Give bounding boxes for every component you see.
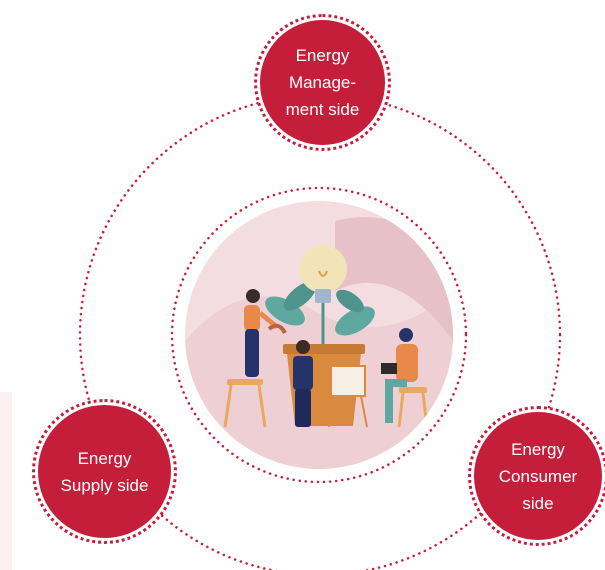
energy-consumer-line-1: Energy <box>511 439 565 459</box>
energy-supply-line-2: Supply side <box>60 475 149 495</box>
energy-management-line-1: Energy <box>295 46 350 65</box>
team-growing-idea-illustration <box>185 201 453 469</box>
outer-dotted-ring <box>78 93 562 570</box>
energy-management-line-3: ment side <box>285 100 360 119</box>
energy-supply-node: Energy Supply side <box>32 399 177 544</box>
center-illustration <box>185 201 453 469</box>
energy-supply-line-1: Energy <box>77 448 132 468</box>
energy-management-line-2: Manage- <box>288 73 357 92</box>
energy-management-node: Energy Manage- ment side <box>254 14 391 151</box>
energy-consumer-line-2: Consumer <box>498 466 578 486</box>
side-panel-background <box>0 392 12 570</box>
energy-consumer-node: Energy Consumer side <box>468 406 605 546</box>
inner-dotted-ring <box>170 186 468 484</box>
energy-consumer-line-3: side <box>522 493 554 513</box>
